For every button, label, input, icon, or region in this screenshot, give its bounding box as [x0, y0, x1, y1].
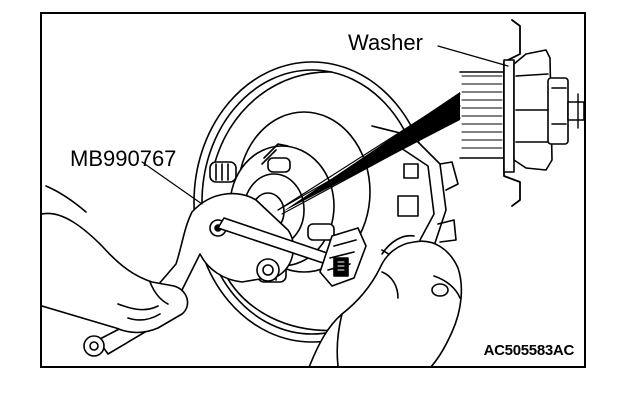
- wheel-hub-icon: [209, 143, 335, 283]
- washer-leader-line: [437, 45, 509, 67]
- diagram-illustration: [42, 19, 584, 366]
- washer-label: Washer: [348, 30, 423, 55]
- torque-wrench-icon: [217, 217, 367, 287]
- figure-code: AC505583AC: [483, 342, 575, 359]
- left-hand-icon: [42, 185, 189, 334]
- tool-leader-line: [141, 161, 203, 205]
- detail-beam: [277, 92, 461, 215]
- tool-number-label: MB990767: [70, 146, 177, 171]
- right-hand-icon: [308, 234, 463, 366]
- diagram-frame: Washer MB990767 AC505583AC: [40, 12, 586, 368]
- hub-nut-detail-icon: [459, 19, 584, 207]
